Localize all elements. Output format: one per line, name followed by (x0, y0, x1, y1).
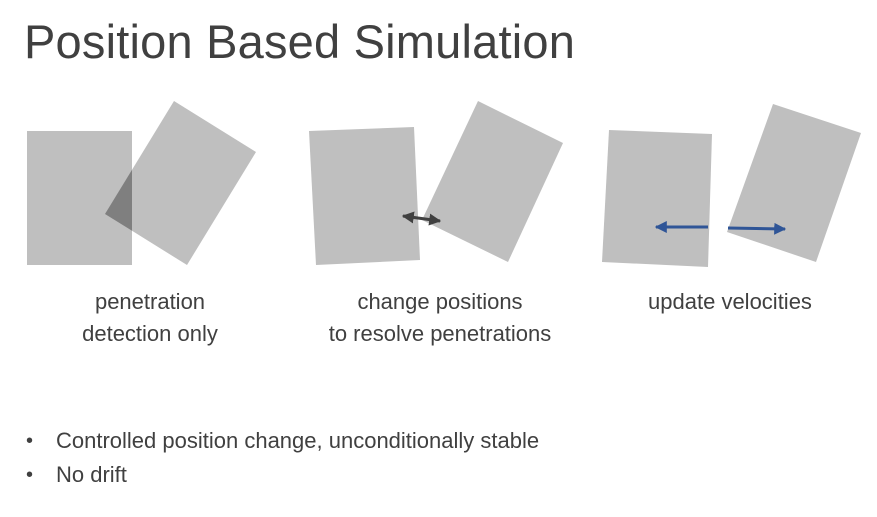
bullet-text: Controlled position change, unconditiona… (56, 428, 540, 453)
bullet-text: No drift (56, 462, 127, 487)
caption-penetration: penetration detection only (50, 286, 250, 350)
slide-title: Position Based Simulation (24, 15, 576, 68)
bullet-item: • Controlled position change, unconditio… (26, 424, 539, 458)
bullet-dot-icon: • (26, 464, 34, 486)
bullet-list: • Controlled position change, unconditio… (26, 424, 539, 492)
box-left (309, 127, 420, 265)
panel-position-change (309, 101, 563, 265)
panel-penetration (27, 101, 256, 265)
caption-line: to resolve penetrations (328, 321, 552, 346)
caption-line: update velocities (648, 289, 812, 314)
caption-velocities: update velocities (620, 286, 840, 318)
box-left (27, 131, 132, 265)
panel-velocities (602, 104, 861, 267)
box-right-rotated (422, 101, 563, 262)
bullet-dot-icon: • (26, 430, 34, 452)
box-left (602, 130, 712, 267)
caption-line: penetration (94, 289, 206, 314)
caption-position-change: change positions to resolve penetrations (300, 286, 580, 350)
caption-line: change positions (357, 289, 523, 314)
box-right-rotated (105, 101, 256, 265)
correction-arrow (401, 211, 442, 226)
caption-line: detection only (82, 321, 218, 346)
velocity-arrow-right (727, 222, 787, 235)
box-right-rotated (727, 104, 861, 262)
bullet-item: • No drift (26, 458, 539, 492)
